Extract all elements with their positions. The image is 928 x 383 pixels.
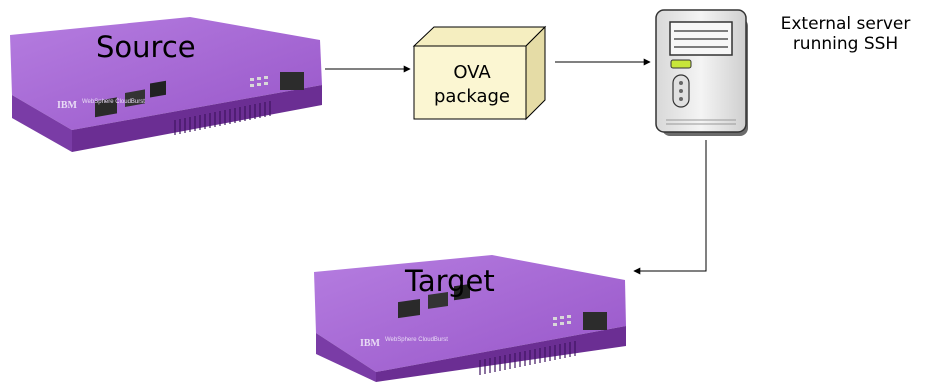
ova-package-box <box>412 25 547 121</box>
ova-package-label-line2: package <box>434 86 510 107</box>
source-brand: IBM <box>57 100 78 111</box>
arrow-server-to-target <box>633 140 707 275</box>
target-appliance: IBM WebSphere CloudBurst <box>314 255 626 382</box>
server-tower-icon <box>655 9 748 136</box>
source-model: WebSphere CloudBurst <box>82 99 145 105</box>
source-appliance: IBM WebSphere CloudBurst <box>10 17 322 152</box>
server-label-line1: External server <box>780 14 911 34</box>
target-model: WebSphere CloudBurst <box>385 337 448 343</box>
target-label: Target <box>405 264 495 298</box>
ova-package-label: OVA package <box>427 61 517 109</box>
source-label: Source <box>96 30 196 64</box>
server-label: External server running SSH <box>763 14 928 54</box>
target-brand: IBM <box>360 338 381 349</box>
ova-package-label-line1: OVA <box>453 62 491 83</box>
server-label-line2: running SSH <box>792 34 899 54</box>
